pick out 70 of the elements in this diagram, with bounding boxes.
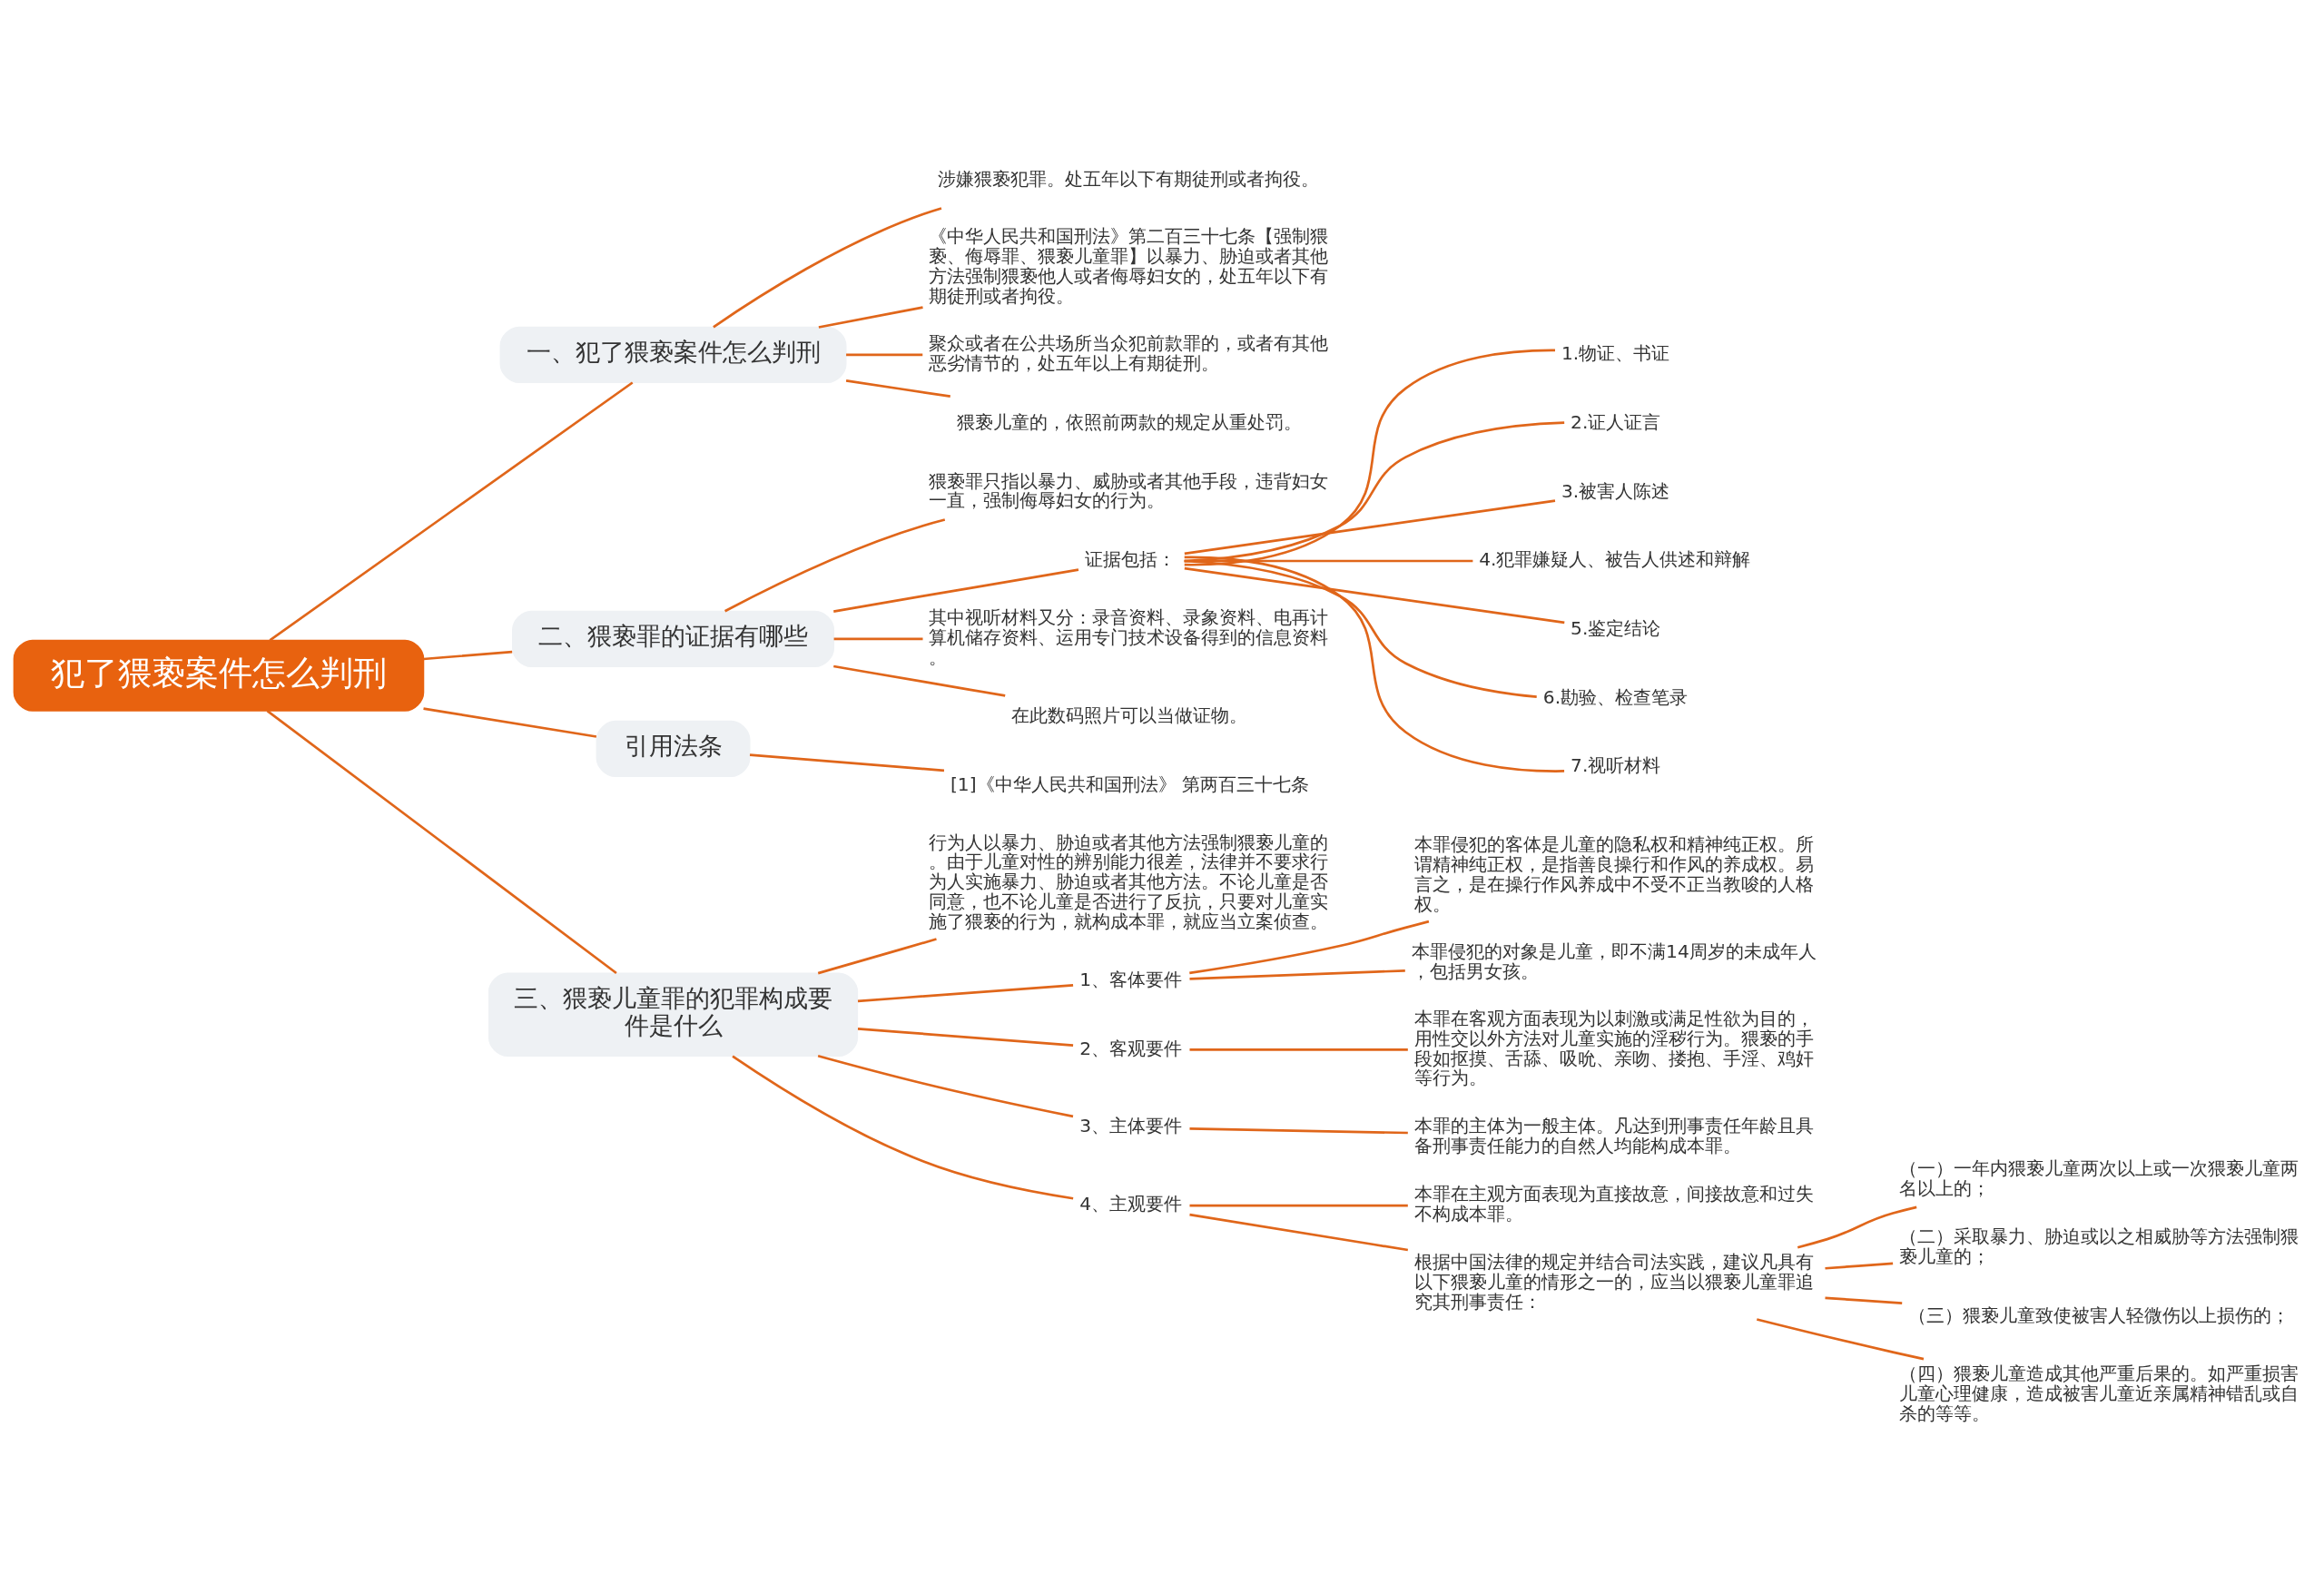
node-box: 二、猥亵罪的证据有哪些 [512, 610, 835, 667]
node-text: 7.视听材料 [1571, 754, 1661, 777]
node-text: （二）采取暴力、胁迫或以之相威胁等方法强制猥亵儿童的； [1898, 1225, 2299, 1268]
node-text: 《中华人民共和国刑法》第二百三十七条【强制猥亵、侮辱罪、猥亵儿童罪】以暴力、胁迫或者其他方法强制猥亵他人或者侮辱妇女的，处五年以下有期徒刑或者拘役。 [929, 225, 1329, 307]
connector [1189, 1213, 1409, 1252]
node-text: 3.被害人陈述 [1561, 479, 1670, 502]
node-text: 根据中国法律的规定并结合司法实践，建议凡具有以下猥亵儿童的情形之一的，应当以猥亵儿童罪追究其刑事责任： [1413, 1251, 1814, 1313]
node-text: 5.鉴定结论 [1571, 616, 1661, 639]
node-text: （一）一年内猥亵儿童两次以上或一次猥亵儿童两名以上的； [1898, 1156, 2299, 1199]
connector [1189, 1127, 1408, 1135]
connector [732, 1055, 1074, 1200]
node-box: 三、猥亵儿童罪的犯罪构成要件是什么 [487, 972, 859, 1057]
connector [817, 938, 937, 975]
connector [857, 984, 1074, 1003]
node-text: （四）猥亵儿童造成其他严重后果的。如严重损害儿童心理健康，造成被害儿童近亲属精神错乱或自杀的等等。 [1898, 1363, 2299, 1424]
connector [1184, 349, 1555, 566]
connector [846, 353, 923, 357]
connector [857, 1028, 1074, 1047]
node-text: 2、客观要件 [1079, 1037, 1182, 1059]
node-text: 3、主体要件 [1079, 1115, 1182, 1137]
connector [1797, 1205, 1917, 1249]
node-text: 本罪在客观方面表现为以刺激或满足性欲为目的，用性交以外方法对儿童实施的淫秽行为。猥亵的手段如抠摸、舌舔、吸吮、亲吻、搂抱、手淫、鸡奸等行为。 [1413, 1007, 1814, 1089]
node-box: 一、犯了猥亵案件怎么判刑 [499, 326, 847, 383]
connector [1756, 1318, 1925, 1361]
connector [713, 207, 942, 329]
node-text: 1.物证、书证 [1561, 342, 1670, 365]
connector [1825, 1262, 1894, 1270]
node-text: 1、客体要件 [1079, 968, 1182, 990]
connector [818, 306, 923, 329]
node-text: 在此数码照片可以当做证物。 [1011, 703, 1248, 726]
connector [833, 637, 923, 641]
node-text: 2.证人证言 [1571, 410, 1661, 433]
connector [266, 710, 617, 975]
node-text: 行为人以暴力、胁迫或者其他方法强制猥亵儿童的。由于儿童对性的辨别能力很差，法律并不要求行为人实施暴力、胁迫或者其他方法。不论儿童是否同意，也不论儿童是否进行了反抗，只要对儿童实施了猥亵的行为，就构成本罪，就应当立案侦查。 [929, 831, 1329, 932]
node-text: 本罪的主体为一般主体。凡达到刑事责任年龄且具备刑事责任能力的自然人均能构成本罪。 [1413, 1114, 1814, 1156]
node-text: 其中视听材料又分：录音资料、录象资料、电再计算机储存资料、运用专门技术设备得到的信息资料。 [929, 606, 1329, 668]
connector [749, 753, 945, 772]
connector [845, 379, 950, 398]
connector [1189, 1204, 1408, 1207]
connector [1184, 566, 1565, 625]
connector [1184, 559, 1537, 698]
node-text: 本罪侵犯的客体是儿童的隐私权和精神纯正权。所谓精神纯正权，是指善良操行和作风的养成权。易言之，是在操行作风养成中不受不正当教唆的人格权。 [1413, 833, 1814, 915]
connector [1184, 556, 1565, 772]
node-text: （三）猥亵儿童致使被害人轻微伤以上损伤的； [1907, 1304, 2290, 1327]
connector [1825, 1296, 1903, 1305]
connector [1189, 969, 1405, 980]
connector [724, 518, 946, 613]
connector [1189, 1048, 1408, 1051]
node-text: 证据包括： [1085, 548, 1177, 571]
node-text: 本罪侵犯的对象是儿童，即不满14周岁的未成年人，包括男女孩。 [1412, 940, 1817, 982]
node-text: [1]《中华人民共和国刑法》 第两百三十七条 [950, 772, 1309, 795]
node-text: 猥亵罪只指以暴力、威胁或者其他手段，违背妇女一直，强制侮辱妇女的行为。 [929, 469, 1329, 512]
node-text: 聚众或者在公共场所当众犯前款罪的，或者有其他恶劣情节的，处五年以上有期徒刑。 [929, 332, 1329, 374]
node-box: 犯了猥亵案件怎么判刑 [13, 639, 425, 712]
node-box: 引用法条 [596, 720, 751, 778]
connector [423, 707, 597, 738]
connector [833, 664, 1006, 697]
node-text: 4.犯罪嫌疑人、被告人供述和辩解 [1479, 548, 1751, 571]
connector [817, 1054, 1074, 1118]
node-text: 本罪在主观方面表现为直接故意，间接故意和过失不构成本罪。 [1413, 1183, 1814, 1225]
node-text: 4、主观要件 [1079, 1193, 1182, 1215]
connector [1184, 499, 1556, 556]
connector [269, 381, 634, 642]
node-text: 涉嫌猥亵犯罪。处五年以下有期徒刑或者拘役。 [938, 168, 1320, 191]
connector [1189, 920, 1430, 975]
node-text: 6.勘验、检查笔录 [1542, 685, 1689, 708]
connector [423, 650, 513, 661]
connector [1184, 421, 1565, 563]
connector [833, 568, 1079, 613]
node-text: 猥亵儿童的，依照前两款的规定从重处罚。 [956, 410, 1302, 433]
